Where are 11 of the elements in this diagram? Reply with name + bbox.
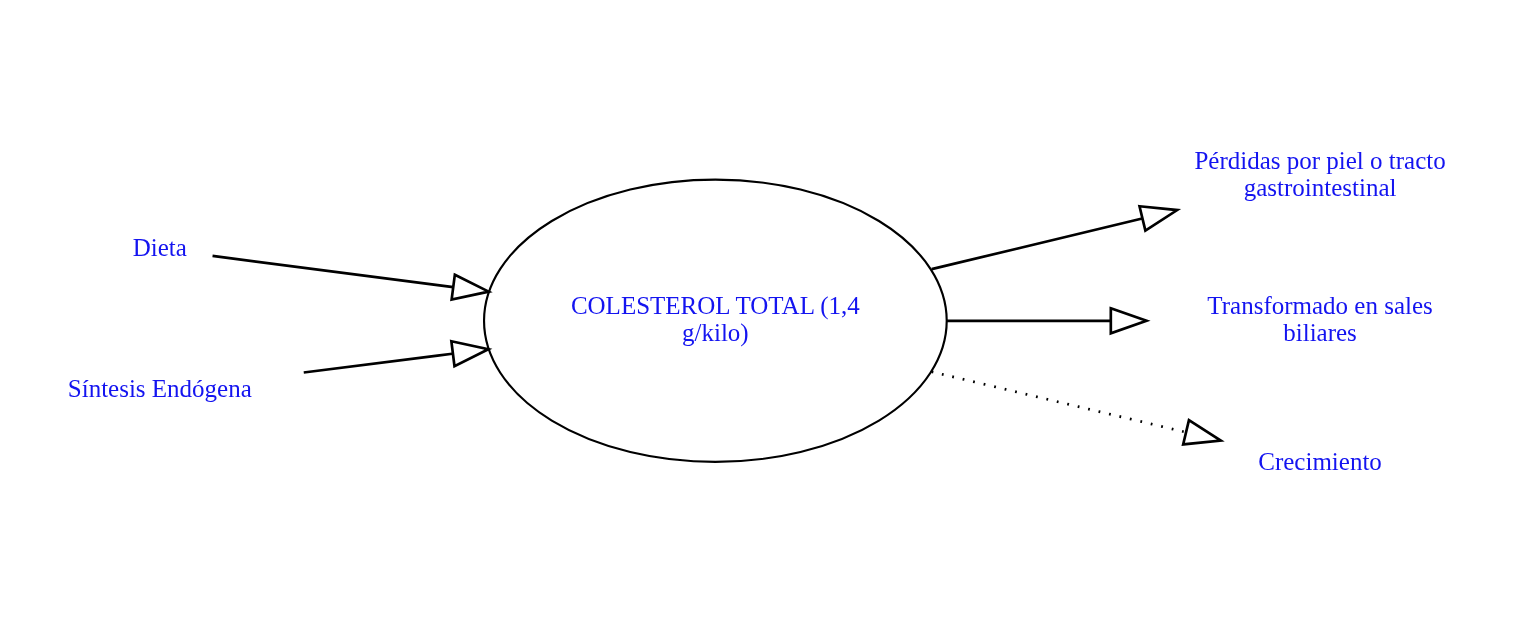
node-text: Transformado en sales biliares [1207,291,1433,346]
arrow [303,339,493,374]
node-text: Dieta [132,233,187,261]
node-text: Síntesis Endógena [67,374,252,402]
arrow [931,204,1182,270]
node-text: Crecimiento [1258,447,1382,475]
arrow [212,254,493,301]
arrow [947,305,1151,335]
arrow [931,369,1225,446]
node-text: Pérdidas por piel o tracto gastrointestinal [1194,146,1446,201]
node-ellipse: COLESTEROL TOTAL (1,4 g/kilo) [482,178,948,463]
